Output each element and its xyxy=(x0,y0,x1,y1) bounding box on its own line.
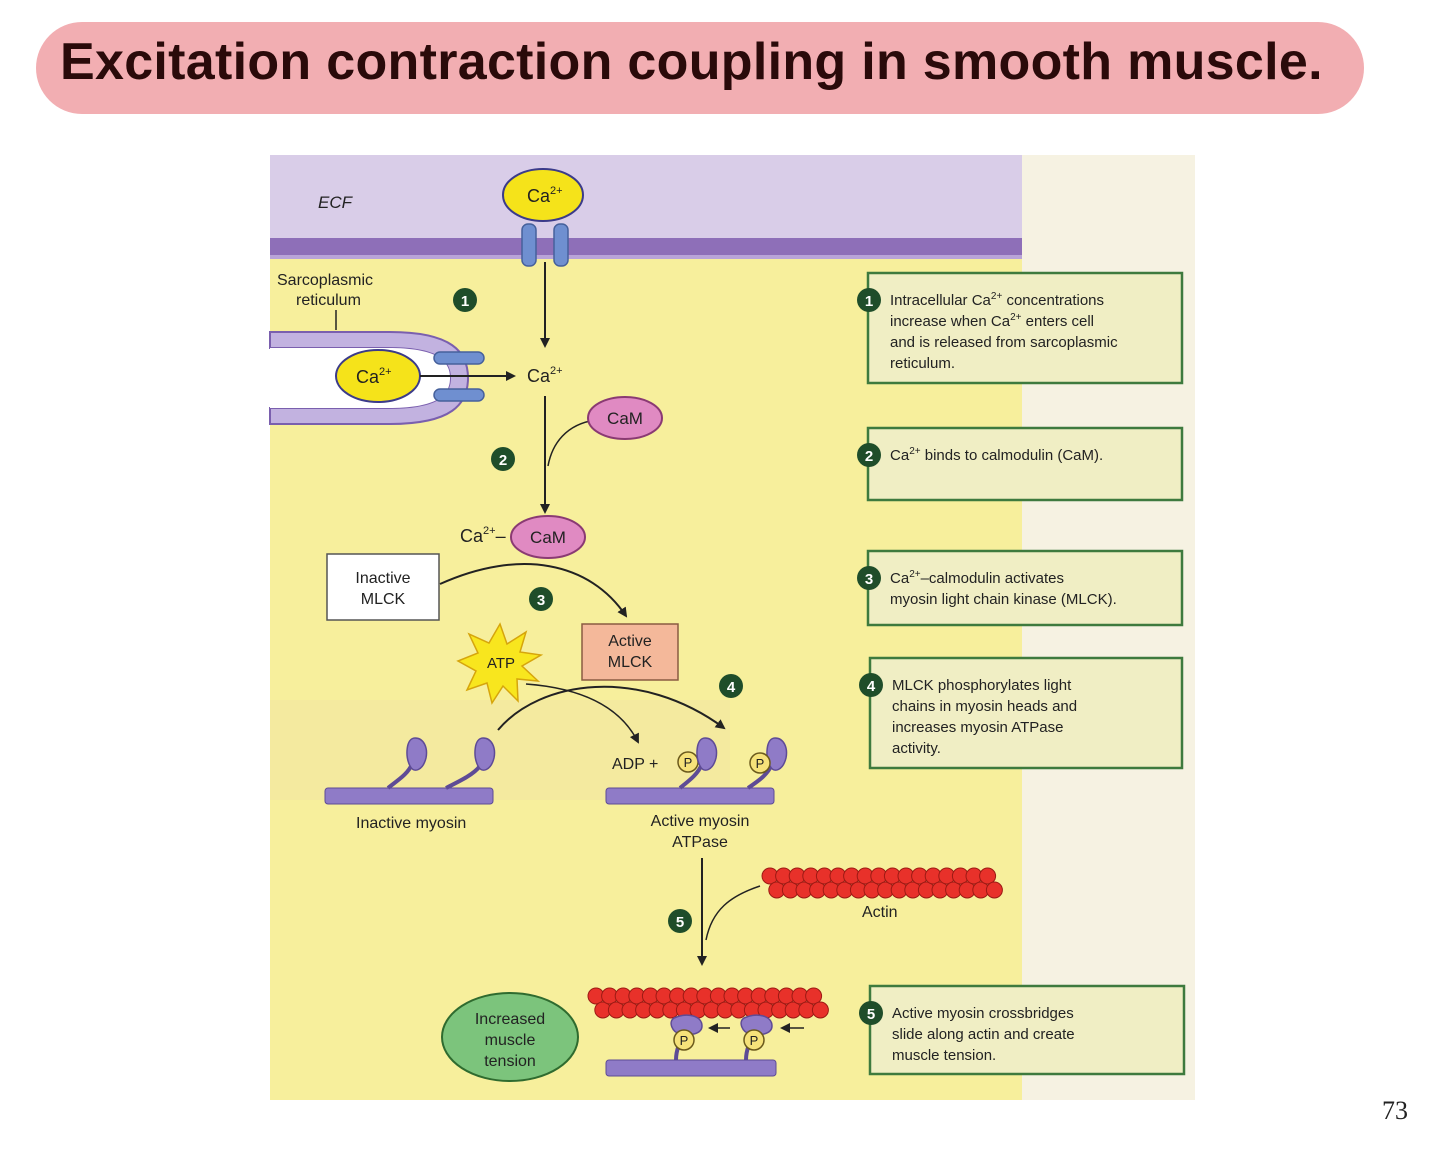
svg-text:muscle: muscle xyxy=(485,1032,536,1049)
svg-text:MLCK phosphorylates light: MLCK phosphorylates light xyxy=(892,677,1072,694)
step-marker-3: 3 xyxy=(529,587,553,611)
ca-cam-calcium: Ca2+– xyxy=(460,525,506,546)
page-number: 73 xyxy=(1382,1096,1408,1125)
mlck-activation-arrow xyxy=(439,563,628,618)
svg-text:MLCK: MLCK xyxy=(361,591,406,608)
ecf-label: ECF xyxy=(318,193,354,212)
svg-text:muscle tension.: muscle tension. xyxy=(892,1047,996,1064)
calcium-channel-left xyxy=(521,223,537,267)
svg-text:2: 2 xyxy=(865,448,873,465)
calmodulin: CaM xyxy=(587,396,663,440)
ecf-region xyxy=(270,155,1022,240)
svg-text:increase when Ca2+ enters cell: increase when Ca2+ enters cell xyxy=(890,312,1094,330)
svg-text:reticulum.: reticulum. xyxy=(890,355,955,372)
sr-channel-top xyxy=(433,351,485,365)
step-marker-2: 2 xyxy=(491,447,515,471)
step-box-5: 5 Active myosin crossbridges slide along… xyxy=(859,984,1186,1076)
inactive-mlck: Inactive MLCK xyxy=(326,553,440,621)
phosphate-free: P xyxy=(677,751,699,773)
bound-actin-filament xyxy=(587,987,829,1019)
active-myosin-label-line2: ATPase xyxy=(672,834,728,851)
atp-hydrolysis-arrow xyxy=(525,683,639,744)
svg-text:MLCK: MLCK xyxy=(608,654,653,671)
svg-text:2: 2 xyxy=(499,452,507,469)
crossbridge-phosphate-2: P xyxy=(743,1029,765,1051)
svg-text:CaM: CaM xyxy=(607,409,643,428)
svg-text:Inactive: Inactive xyxy=(355,570,410,587)
step-box-1: 1 Intracellular Ca2+ concentrations incr… xyxy=(857,271,1184,385)
sr-label-line2: reticulum xyxy=(296,292,361,309)
cell-membrane xyxy=(270,238,1022,258)
svg-text:P: P xyxy=(680,1033,689,1048)
svg-text:chains in myosin heads and: chains in myosin heads and xyxy=(892,698,1077,715)
ca-cam-complex: CaM xyxy=(510,515,586,559)
adp-label: ADP + xyxy=(612,756,658,773)
sr-channel-bottom xyxy=(433,388,485,402)
svg-text:4: 4 xyxy=(867,678,876,695)
active-myosin xyxy=(605,737,788,805)
actin-filament xyxy=(761,867,1003,899)
actin-bead xyxy=(811,1001,829,1019)
page-title: Excitation contraction coupling in smoot… xyxy=(60,33,1323,91)
step-box-3: 3 Ca2+–calmodulin activates myosin light… xyxy=(857,549,1184,627)
svg-text:CaM: CaM xyxy=(530,528,566,547)
active-myosin-label-line1: Active myosin xyxy=(651,813,750,830)
step-marker-4: 4 xyxy=(719,674,743,698)
svg-text:activity.: activity. xyxy=(892,740,941,757)
svg-text:Ca2+–calmodulin activates: Ca2+–calmodulin activates xyxy=(890,569,1064,587)
actin-bead xyxy=(979,867,997,885)
sr-calcium-ion: Ca2+ xyxy=(335,349,421,403)
atp-burst: ATP xyxy=(456,622,544,705)
svg-text:slide along actin and create: slide along actin and create xyxy=(892,1026,1075,1043)
svg-text:Intracellular Ca2+ concentrati: Intracellular Ca2+ concentrations xyxy=(890,291,1104,309)
svg-text:1: 1 xyxy=(461,293,469,310)
svg-text:ATP: ATP xyxy=(487,655,515,672)
calcium-channel-right xyxy=(553,223,569,267)
muscle-tension-node: Increased muscle tension xyxy=(441,992,579,1082)
title-highlight xyxy=(36,22,1364,114)
active-mlck: Active MLCK xyxy=(581,623,679,681)
svg-text:P: P xyxy=(750,1033,759,1048)
sr-label-line1: Sarcoplasmic xyxy=(277,272,373,289)
crossbridge-myosin xyxy=(605,1014,777,1077)
svg-text:3: 3 xyxy=(537,592,545,609)
faded-band xyxy=(270,700,730,800)
actin-join-line xyxy=(705,885,761,941)
svg-text:myosin light chain kinase (MLC: myosin light chain kinase (MLCK). xyxy=(890,591,1117,608)
svg-text:5: 5 xyxy=(867,1006,875,1023)
phosphate-on-myosin: P xyxy=(749,752,771,774)
svg-text:4: 4 xyxy=(727,679,736,696)
svg-text:3: 3 xyxy=(865,571,873,588)
extracellular-calcium-ion: Ca2+ xyxy=(502,168,584,222)
actin-label: Actin xyxy=(862,904,898,921)
actin-bead xyxy=(985,881,1003,899)
step-box-4: 4 MLCK phosphorylates light chains in my… xyxy=(859,656,1184,770)
cytosolic-calcium: Ca2+ xyxy=(527,365,563,386)
svg-text:Active myosin crossbridges: Active myosin crossbridges xyxy=(892,1005,1074,1022)
svg-text:increases myosin ATPase: increases myosin ATPase xyxy=(892,719,1063,736)
myosin-activation-arrow xyxy=(497,685,726,731)
svg-text:Active: Active xyxy=(608,633,652,650)
inactive-myosin xyxy=(324,737,496,805)
step-marker-1: 1 xyxy=(453,288,477,312)
svg-text:and is released from sarcoplas: and is released from sarcoplasmic xyxy=(890,334,1118,351)
svg-text:5: 5 xyxy=(676,914,684,931)
step-box-2: 2 Ca2+ binds to calmodulin (CaM). xyxy=(857,426,1184,502)
svg-text:Ca2+: Ca2+ xyxy=(356,366,392,387)
svg-text:Ca2+: Ca2+ xyxy=(527,185,563,206)
svg-text:Ca2+ binds to calmodulin (CaM): Ca2+ binds to calmodulin (CaM). xyxy=(890,446,1103,464)
crossbridge-phosphate-1: P xyxy=(673,1029,695,1051)
svg-text:1: 1 xyxy=(865,293,873,310)
svg-text:P: P xyxy=(756,756,765,771)
step-marker-5: 5 xyxy=(668,909,692,933)
svg-text:Increased: Increased xyxy=(475,1011,545,1028)
actin-bead xyxy=(805,987,823,1005)
svg-text:tension: tension xyxy=(484,1053,536,1070)
cell-membrane-inner xyxy=(270,255,1022,259)
svg-text:P: P xyxy=(684,755,693,770)
inactive-myosin-label: Inactive myosin xyxy=(356,815,466,832)
